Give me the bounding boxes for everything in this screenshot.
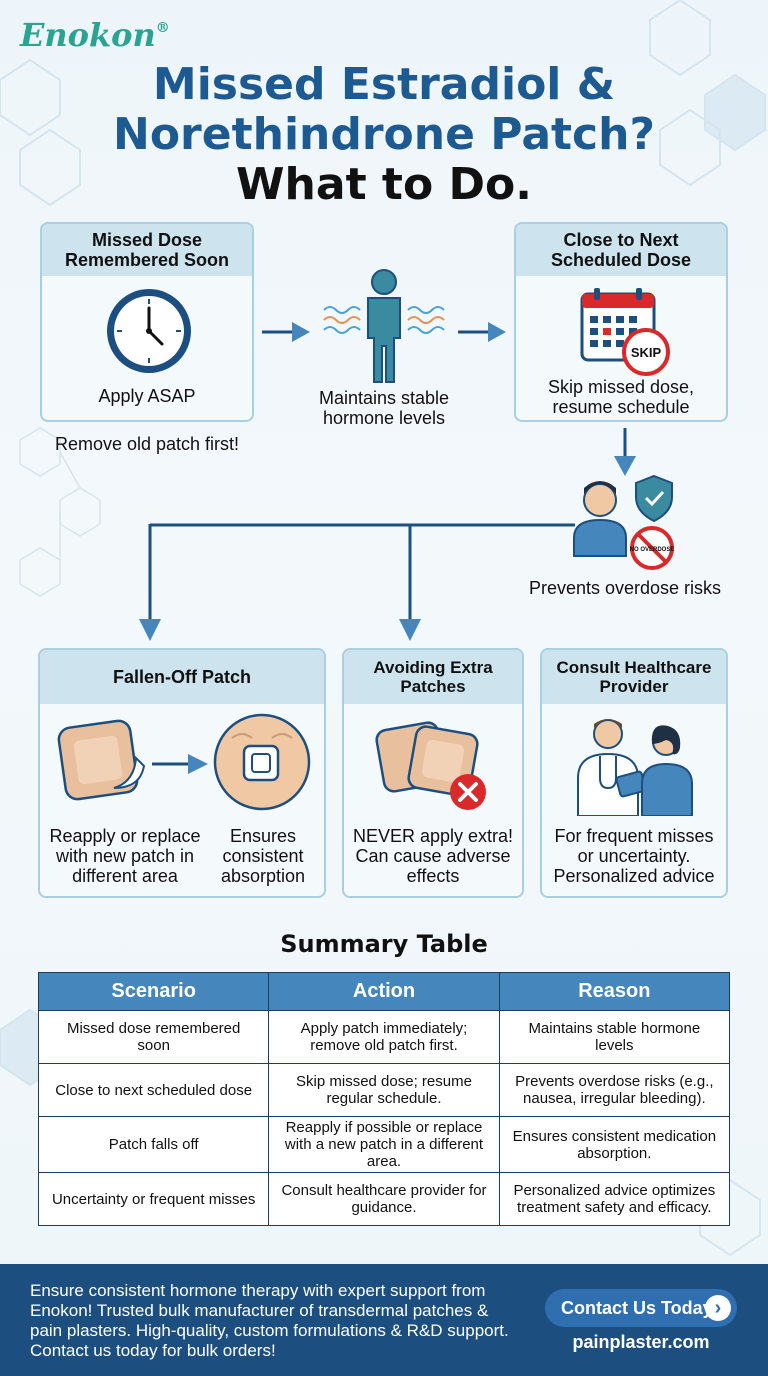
table-cell: Uncertainty or frequent misses	[37, 1172, 270, 1226]
card-caption: Apply ASAP	[98, 386, 196, 406]
table-cell: Patch falls off	[37, 1116, 270, 1173]
caption-overdose-risks: Prevents overdose risks	[528, 578, 722, 598]
person-shield-icon: NO OVERDOSE	[573, 474, 675, 570]
summary-table-title: Summary Table	[280, 930, 488, 958]
extra-patches-icon	[375, 721, 486, 810]
table-cell: Personalized advice optimizes treatment …	[498, 1172, 731, 1226]
column-header-reason: Reason	[498, 972, 731, 1011]
patch-peeling-icon	[57, 719, 146, 801]
page-title: Missed Estradiol & Norethindrone Patch? …	[0, 60, 768, 210]
card-heading: Missed Dose Remembered Soon	[42, 224, 252, 276]
column-header-scenario: Scenario	[37, 972, 270, 1011]
column-header-action: Action	[268, 972, 500, 1011]
footer-text: Ensure consistent hormone therapy with e…	[30, 1281, 509, 1360]
table-cell: Missed dose remembered soon	[37, 1010, 270, 1064]
arrow-right-icon	[262, 322, 310, 342]
brand-logo: Enokon®	[20, 16, 170, 54]
table-row: Missed dose remembered soon Apply patch …	[37, 1010, 731, 1064]
card-avoiding-extra-patches: Avoiding Extra Patches NEVER apply extra…	[342, 648, 524, 898]
skip-label: SKIP	[631, 345, 662, 360]
caption-reapply: Reapply or replace with new patch in dif…	[49, 826, 201, 886]
clock-icon	[107, 289, 191, 373]
arrow-right-icon	[152, 754, 208, 774]
website-link[interactable]: painplaster.com	[572, 1332, 710, 1352]
caption-stable-levels: Maintains stable hormone levels	[318, 388, 450, 428]
patch-on-back-icon	[213, 713, 311, 811]
doctor-patient-icon	[577, 719, 693, 816]
card-fallen-off-patch: Fallen-Off Patch Reapply or replace with…	[38, 648, 326, 898]
card-missed-dose-soon: Missed Dose Remembered Soon Apply ASAP	[40, 222, 254, 422]
table-cell: Close to next scheduled dose	[37, 1063, 270, 1117]
table-row: Patch falls off Reapply if possible or r…	[37, 1116, 731, 1173]
table-cell: Skip missed dose; resume regular schedul…	[268, 1063, 500, 1117]
arrow-down-icon	[614, 428, 636, 476]
chevron-right-icon: ›	[705, 1295, 731, 1321]
card-heading: Consult Healthcare Provider	[542, 650, 726, 704]
table-cell: Ensures consistent medication absorption…	[498, 1116, 731, 1173]
table-cell: Consult healthcare provider for guidance…	[268, 1172, 500, 1226]
card-close-next-dose: Close to Next Scheduled Dose SKIP Skip m…	[514, 222, 728, 422]
connector-lines	[139, 523, 575, 641]
card-heading: Avoiding Extra Patches	[344, 650, 522, 704]
table-cell: Apply patch immediately; remove old patc…	[268, 1010, 500, 1064]
calendar-skip-icon: SKIP	[580, 288, 670, 376]
arrow-right-icon	[458, 322, 506, 342]
note-remove-old-patch: Remove old patch first!	[54, 434, 240, 454]
title-line-3: What to Do.	[236, 159, 532, 210]
table-row: Uncertainty or frequent misses Consult h…	[37, 1172, 731, 1226]
no-overdose-label: NO OVERDOSE	[630, 547, 675, 553]
card-caption: Skip missed dose, resume schedule	[547, 377, 695, 417]
card-heading: Close to Next Scheduled Dose	[516, 224, 726, 276]
card-consult-provider: Consult Healthcare Provider For frequent…	[540, 648, 728, 898]
caption-consistent-absorption: Ensures consistent absorption	[220, 826, 306, 886]
person-stable-icon	[323, 269, 445, 383]
table-cell: Reapply if possible or replace with a ne…	[268, 1116, 500, 1173]
title-line-1: Missed Estradiol &	[152, 59, 616, 110]
title-line-2: Norethindrone Patch?	[113, 109, 655, 160]
card-caption: NEVER apply extra! Can cause adverse eff…	[352, 826, 514, 886]
table-row: Close to next scheduled dose Skip missed…	[37, 1063, 731, 1117]
contact-us-button[interactable]: Contact Us Today ›	[545, 1289, 737, 1327]
table-header-row: Scenario Action Reason	[37, 972, 731, 1011]
table-cell: Maintains stable hormone levels	[498, 1010, 731, 1064]
contact-us-label: Contact Us Today	[561, 1297, 713, 1318]
summary-table: Scenario Action Reason Missed dose remem…	[37, 972, 731, 1226]
table-cell: Prevents overdose risks (e.g., nausea, i…	[498, 1063, 731, 1117]
card-heading: Fallen-Off Patch	[40, 650, 324, 704]
card-caption: For frequent misses or uncertainty. Pers…	[553, 826, 715, 886]
